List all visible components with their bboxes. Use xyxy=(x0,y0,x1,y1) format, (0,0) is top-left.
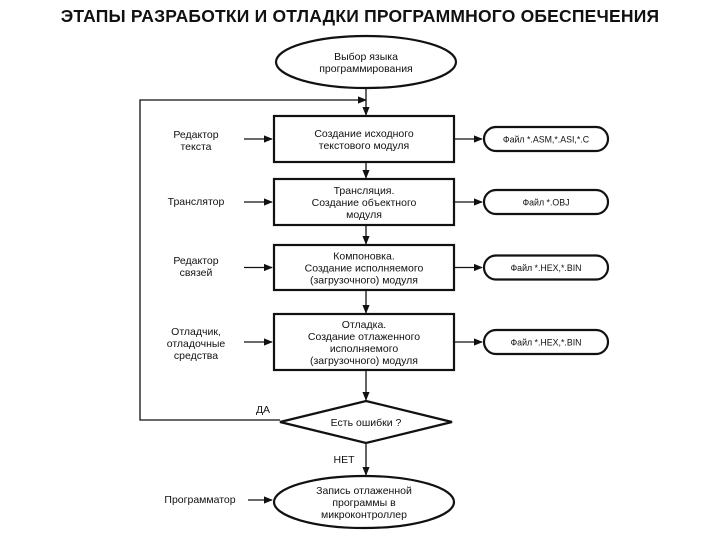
start-label: Выбор языка xyxy=(334,51,398,63)
process-box xyxy=(272,114,456,164)
file-box xyxy=(482,188,610,216)
decision-no-label: НЕТ xyxy=(334,454,356,466)
programmer-label: Программатор xyxy=(164,494,235,506)
decision-yes-label: ДА xyxy=(256,404,270,416)
tool-label: Редактор xyxy=(173,255,218,267)
process-label: текстового модуля xyxy=(319,140,409,152)
decision-diamond xyxy=(279,399,453,445)
decision-question: Есть ошибки ? xyxy=(331,417,402,429)
start-ellipse xyxy=(274,34,458,90)
process-label: Создание исходного xyxy=(314,128,413,140)
start-label: программирования xyxy=(319,63,413,75)
tool-label: связей xyxy=(180,267,213,279)
step-4: Отладка.Создание отлаженногоисполняемого… xyxy=(167,312,610,372)
step-3: Компоновка.Создание исполняемого(загрузо… xyxy=(173,243,610,292)
file-label: Файл *.HEX,*.BIN xyxy=(510,337,581,347)
end-label: Запись отлаженной xyxy=(316,485,412,497)
connector-lines xyxy=(139,89,370,476)
file-label: Файл *.OBJ xyxy=(522,197,569,207)
process-label: Создание исполняемого xyxy=(305,262,424,274)
process-label: исполняемого xyxy=(330,343,399,355)
end-ellipse xyxy=(272,474,456,530)
tool-label: средства xyxy=(174,350,218,362)
process-label: Создание объектного xyxy=(312,197,417,209)
end-label: программы в xyxy=(332,497,396,509)
process-label: Отладка. xyxy=(342,319,386,331)
diagram-title: ЭТАПЫ РАЗРАБОТКИ И ОТЛАДКИ ПРОГРАММНОГО … xyxy=(60,6,660,26)
process-box xyxy=(272,243,456,292)
end-label: микроконтроллер xyxy=(321,509,407,521)
tool-label: отладочные xyxy=(167,338,226,350)
file-box xyxy=(482,254,610,281)
process-label: Трансляция. xyxy=(334,185,395,197)
file-label: Файл *.ASM,*.ASI,*.C xyxy=(503,134,590,144)
tool-label: Транслятор xyxy=(168,196,225,208)
process-label: Компоновка. xyxy=(333,250,395,262)
process-label: Создание отлаженного xyxy=(308,331,420,343)
tool-label: Редактор xyxy=(173,129,218,141)
file-box xyxy=(482,328,610,356)
process-label: модуля xyxy=(346,209,382,221)
process-label: (загрузочного) модуля xyxy=(310,274,418,286)
tool-label: текста xyxy=(180,141,211,153)
process-label: (загрузочного) модуля xyxy=(310,355,418,367)
process-box xyxy=(272,312,456,372)
file-label: Файл *.HEX,*.BIN xyxy=(510,263,581,273)
decision-node: Есть ошибки ? ДА НЕТ xyxy=(256,399,453,466)
tool-label: Отладчик, xyxy=(171,326,221,338)
file-box xyxy=(482,125,610,153)
